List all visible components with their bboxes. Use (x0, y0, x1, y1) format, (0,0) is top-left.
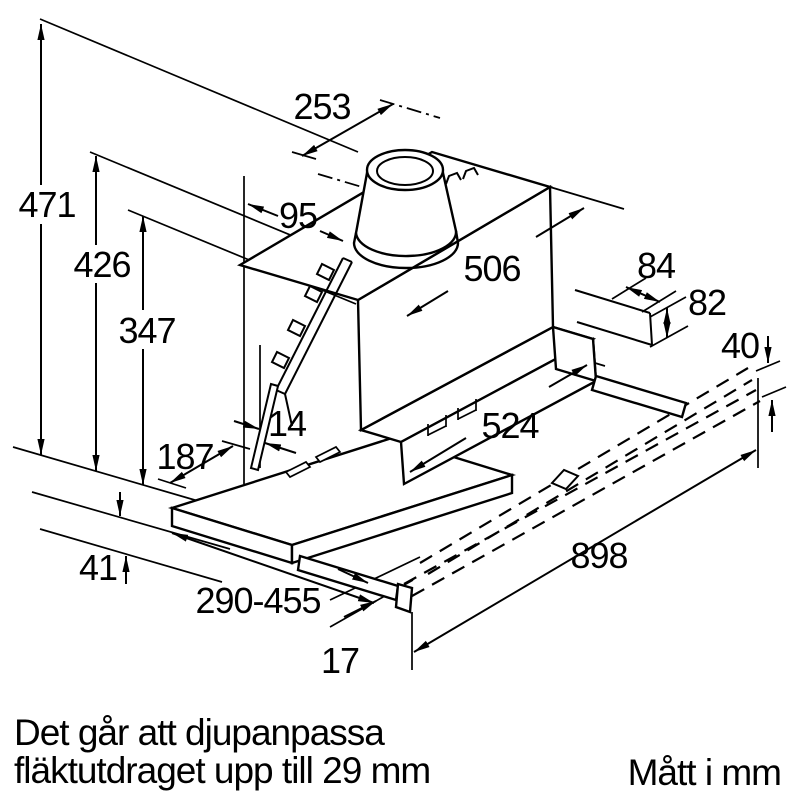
note-adjustability-line2: fläktutdraget upp till 29 mm (14, 750, 430, 791)
dim-40: 40 (721, 325, 759, 366)
note-units: Mått i mm (628, 752, 781, 793)
dim-95: 95 (279, 195, 317, 236)
dim-524: 524 (481, 405, 538, 446)
dim-347: 347 (118, 310, 175, 351)
dim-14: 14 (268, 403, 306, 444)
spring-clips (249, 257, 353, 472)
dim-41: 41 (79, 547, 117, 588)
dim-898: 898 (570, 535, 627, 576)
dim-506: 506 (463, 248, 520, 289)
notes: Det går att djupanpassa fläktutdraget up… (14, 712, 782, 793)
dim-426: 426 (73, 244, 130, 285)
dim-82: 82 (688, 282, 726, 323)
dim-471: 471 (18, 184, 75, 225)
duct-collar (352, 148, 479, 270)
dim-17: 17 (321, 640, 359, 681)
dimension-lines (37, 24, 776, 653)
dim-253: 253 (293, 86, 350, 127)
dimension-labels: 471 426 347 253 95 506 84 82 40 14 187 5… (18, 86, 760, 681)
dim-84: 84 (637, 245, 675, 286)
dim-290-455: 290-455 (195, 580, 320, 621)
note-adjustability-line1: Det går att djupanpassa (14, 712, 385, 753)
dim-187: 187 (156, 436, 213, 477)
